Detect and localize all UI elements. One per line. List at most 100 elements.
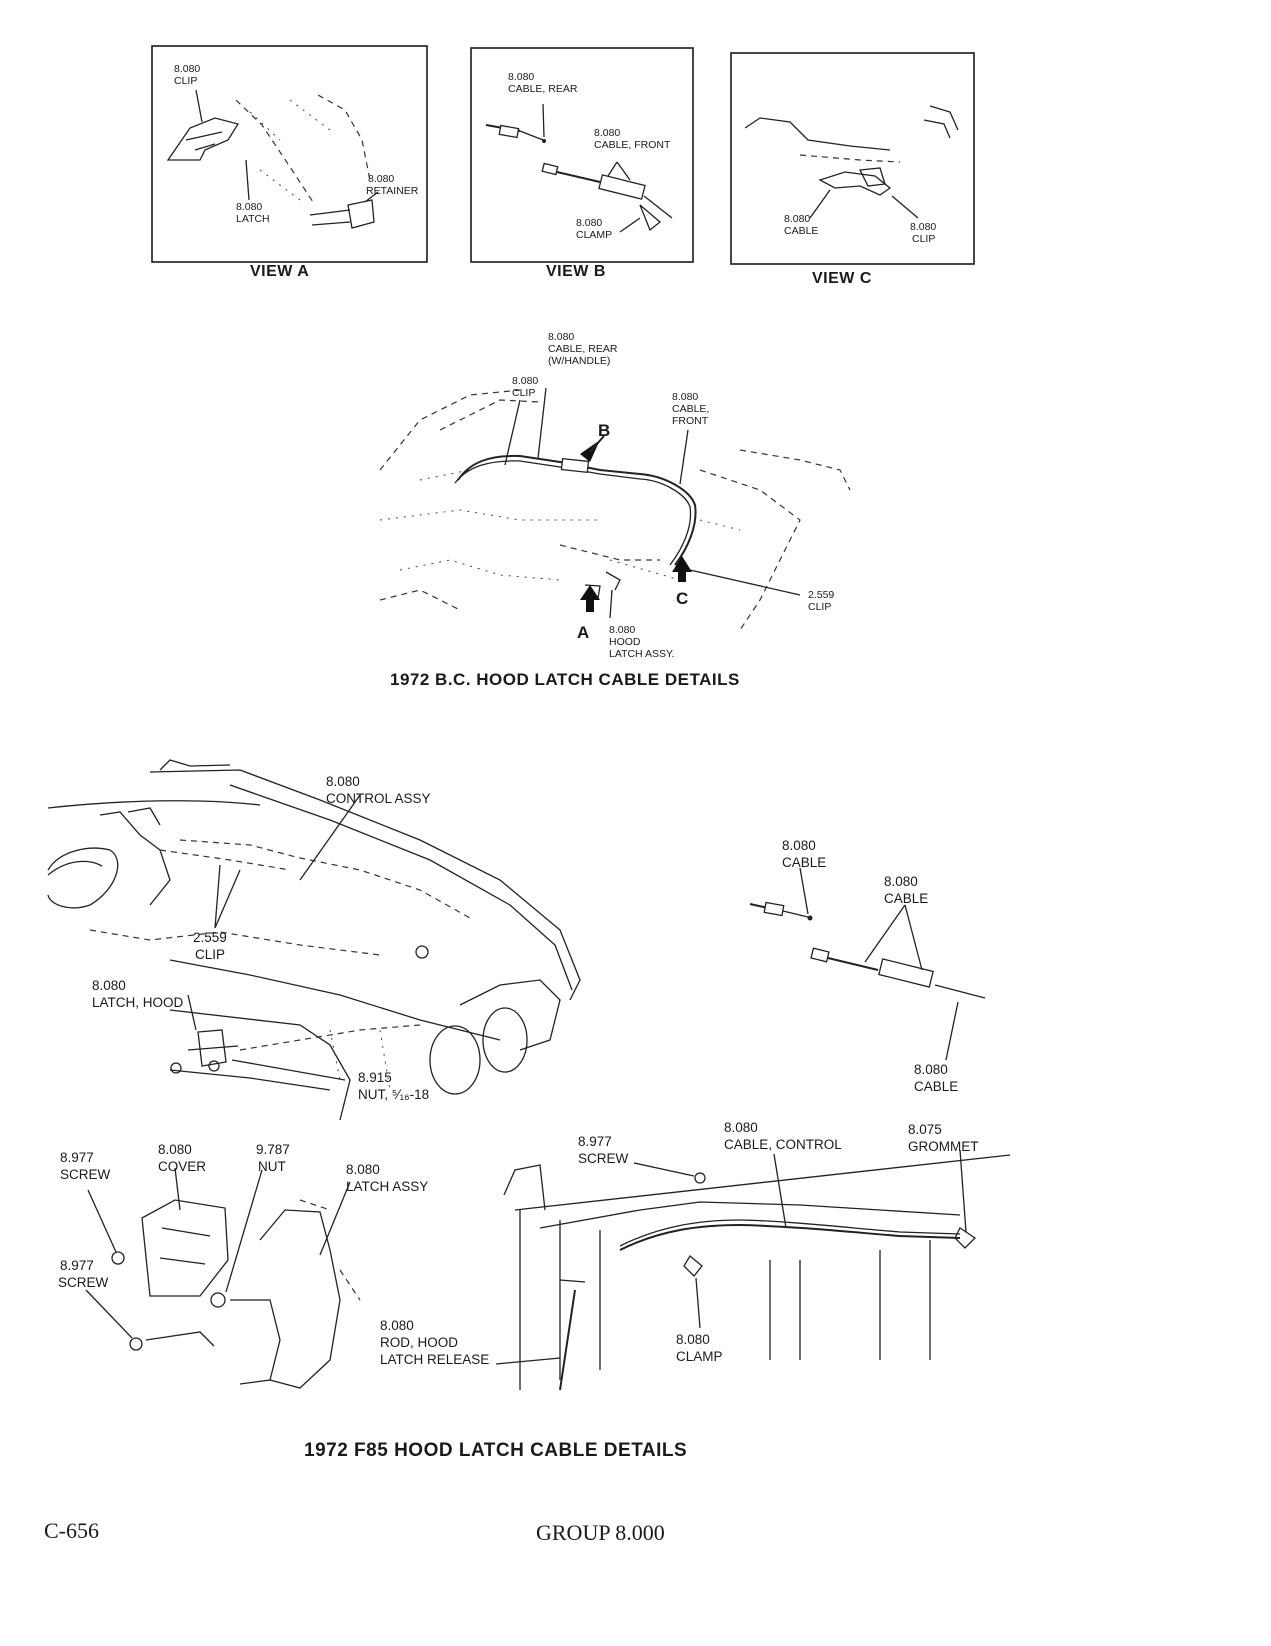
svg-text:8.080: 8.080 [346,1162,380,1177]
view-b-drawing [485,103,673,233]
svg-text:8.977: 8.977 [60,1150,94,1165]
bc-cable-front-label: CABLE, [672,403,709,415]
svg-text:CLIP: CLIP [808,601,831,613]
svg-text:CONTROL ASSY: CONTROL ASSY [326,791,431,806]
svg-text:8.080: 8.080 [92,978,126,993]
f85-cable-mid-label: CABLE [884,891,928,906]
f85-control-assy-num: 8.080 [326,774,360,789]
view-a-drawing [166,89,379,229]
svg-text:CABLE, FRONT: CABLE, FRONT [594,139,671,151]
f85-nut-787-num: 9.787 [256,1142,290,1157]
f85-clamp-num: 8.080 [676,1332,710,1347]
svg-text:8.075: 8.075 [908,1122,942,1137]
f85-grommet-label: GROMMET [908,1139,979,1154]
bc-letter-b: B [598,421,610,440]
f85-car-front-drawing [47,759,581,1121]
bc-title: 1972 B.C. HOOD LATCH CABLE DETAILS [390,670,740,689]
svg-text:CABLE: CABLE [914,1079,958,1094]
f85-latch-hood-num: 8.080 [92,978,126,993]
svg-text:CABLE: CABLE [884,891,928,906]
view-c-caption: VIEW C [812,270,872,287]
bc-clip2-label: CLIP [808,601,831,613]
f85-cable-control-num: 8.080 [724,1120,758,1135]
f85-title: 1972 F85 HOOD LATCH CABLE DETAILS [304,1440,687,1461]
svg-text:GROMMET: GROMMET [908,1139,979,1154]
svg-text:8.080: 8.080 [368,173,394,185]
f85-grommet-num: 8.075 [908,1122,942,1137]
svg-text:SCREW: SCREW [58,1275,109,1290]
bc-cable-rear-label: CABLE, REAR [548,343,618,355]
view-c-cable-label: CABLE [784,225,818,237]
svg-text:2.559: 2.559 [193,930,227,945]
f85-nut-915-label: NUT, ⁵⁄₁₆-18 [358,1087,429,1102]
bc-cable-front-label2: FRONT [672,415,709,427]
svg-text:LATCH ASSY: LATCH ASSY [346,1179,428,1194]
svg-text:8.080: 8.080 [236,201,262,213]
f85-nut-787-label: NUT [258,1159,286,1174]
svg-text:8.080: 8.080 [594,127,620,139]
view-b-clamp-num: 8.080 [576,217,602,229]
svg-text:8.080: 8.080 [174,63,200,75]
view-a-latch-label: LATCH [236,213,270,225]
svg-text:RETAINER: RETAINER [366,185,419,197]
svg-text:LATCH, HOOD: LATCH, HOOD [92,995,184,1010]
bc-car-outline [379,389,851,631]
view-b-cable-front-num: 8.080 [594,127,620,139]
bc-cable-run [454,454,697,599]
bc-clip2-num: 2.559 [808,589,834,601]
svg-text:8.080: 8.080 [508,71,534,83]
svg-text:LATCH: LATCH [236,213,270,225]
bc-leader-lines [504,387,801,619]
svg-text:8.080: 8.080 [676,1332,710,1347]
f85-cable-bottom-label: CABLE [914,1079,958,1094]
f85-screw-3-num: 8.977 [578,1134,612,1149]
svg-text:(W/HANDLE): (W/HANDLE) [548,355,610,367]
f85-screw-3-label: SCREW [578,1151,629,1166]
group-label: GROUP 8.000 [536,1520,665,1545]
svg-text:NUT: NUT [258,1159,286,1174]
svg-text:CLIP: CLIP [195,947,225,962]
f85-cover-num: 8.080 [158,1142,192,1157]
svg-text:LATCH RELEASE: LATCH RELEASE [380,1352,489,1367]
bc-cable-front-num: 8.080 [672,391,698,403]
f85-cable-detail-drawing [749,867,986,1061]
f85-cable-routing-drawing [495,1149,1011,1391]
f85-car-leaders [187,794,361,1081]
svg-text:8.080: 8.080 [884,874,918,889]
f85-cover-label: COVER [158,1159,206,1174]
bc-cable-rear-num: 8.080 [548,331,574,343]
bc-clip-num: 8.080 [512,375,538,387]
svg-text:SCREW: SCREW [60,1167,111,1182]
svg-text:HOOD: HOOD [609,636,641,648]
bc-arrow-c [672,556,692,582]
view-a-retainer-label: RETAINER [366,185,419,197]
svg-text:FRONT: FRONT [672,415,709,427]
bc-letter-a: A [577,623,589,642]
view-c-clip-label: CLIP [912,233,935,245]
bc-cable-rear-handle: (W/HANDLE) [548,355,610,367]
view-b-caption: VIEW B [546,263,606,280]
bc-diagram: 8.080 CABLE, REAR (W/HANDLE) 8.080 CLIP … [379,331,851,689]
svg-text:8.080: 8.080 [784,213,810,225]
view-c-panel: 8.080 CABLE 8.080 CLIP VIEW C [730,52,975,287]
f85-latch-assy-num: 8.080 [346,1162,380,1177]
svg-text:ROD, HOOD: ROD, HOOD [380,1335,458,1350]
f85-rod-num: 8.080 [380,1318,414,1333]
svg-text:LATCH ASSY.: LATCH ASSY. [609,648,675,660]
view-b-cable-rear-num: 8.080 [508,71,534,83]
svg-text:8.915: 8.915 [358,1070,392,1085]
f85-cable-top-label: CABLE [782,855,826,870]
svg-text:8.977: 8.977 [578,1134,612,1149]
page-number: C-656 [44,1518,99,1543]
f85-diagram: 8.080 CONTROL ASSY 2.559 CLIP 8.080 LATC… [47,759,1011,1461]
bc-arrow-a [580,585,600,612]
svg-text:8.080: 8.080 [910,221,936,233]
svg-text:CLIP: CLIP [174,75,197,87]
bc-arrow-b [580,435,605,462]
view-c-drawing [744,105,959,219]
f85-screw-1-num: 8.977 [60,1150,94,1165]
svg-text:8.080: 8.080 [609,624,635,636]
svg-text:8.080: 8.080 [380,1318,414,1333]
view-a-caption: VIEW A [250,263,309,280]
